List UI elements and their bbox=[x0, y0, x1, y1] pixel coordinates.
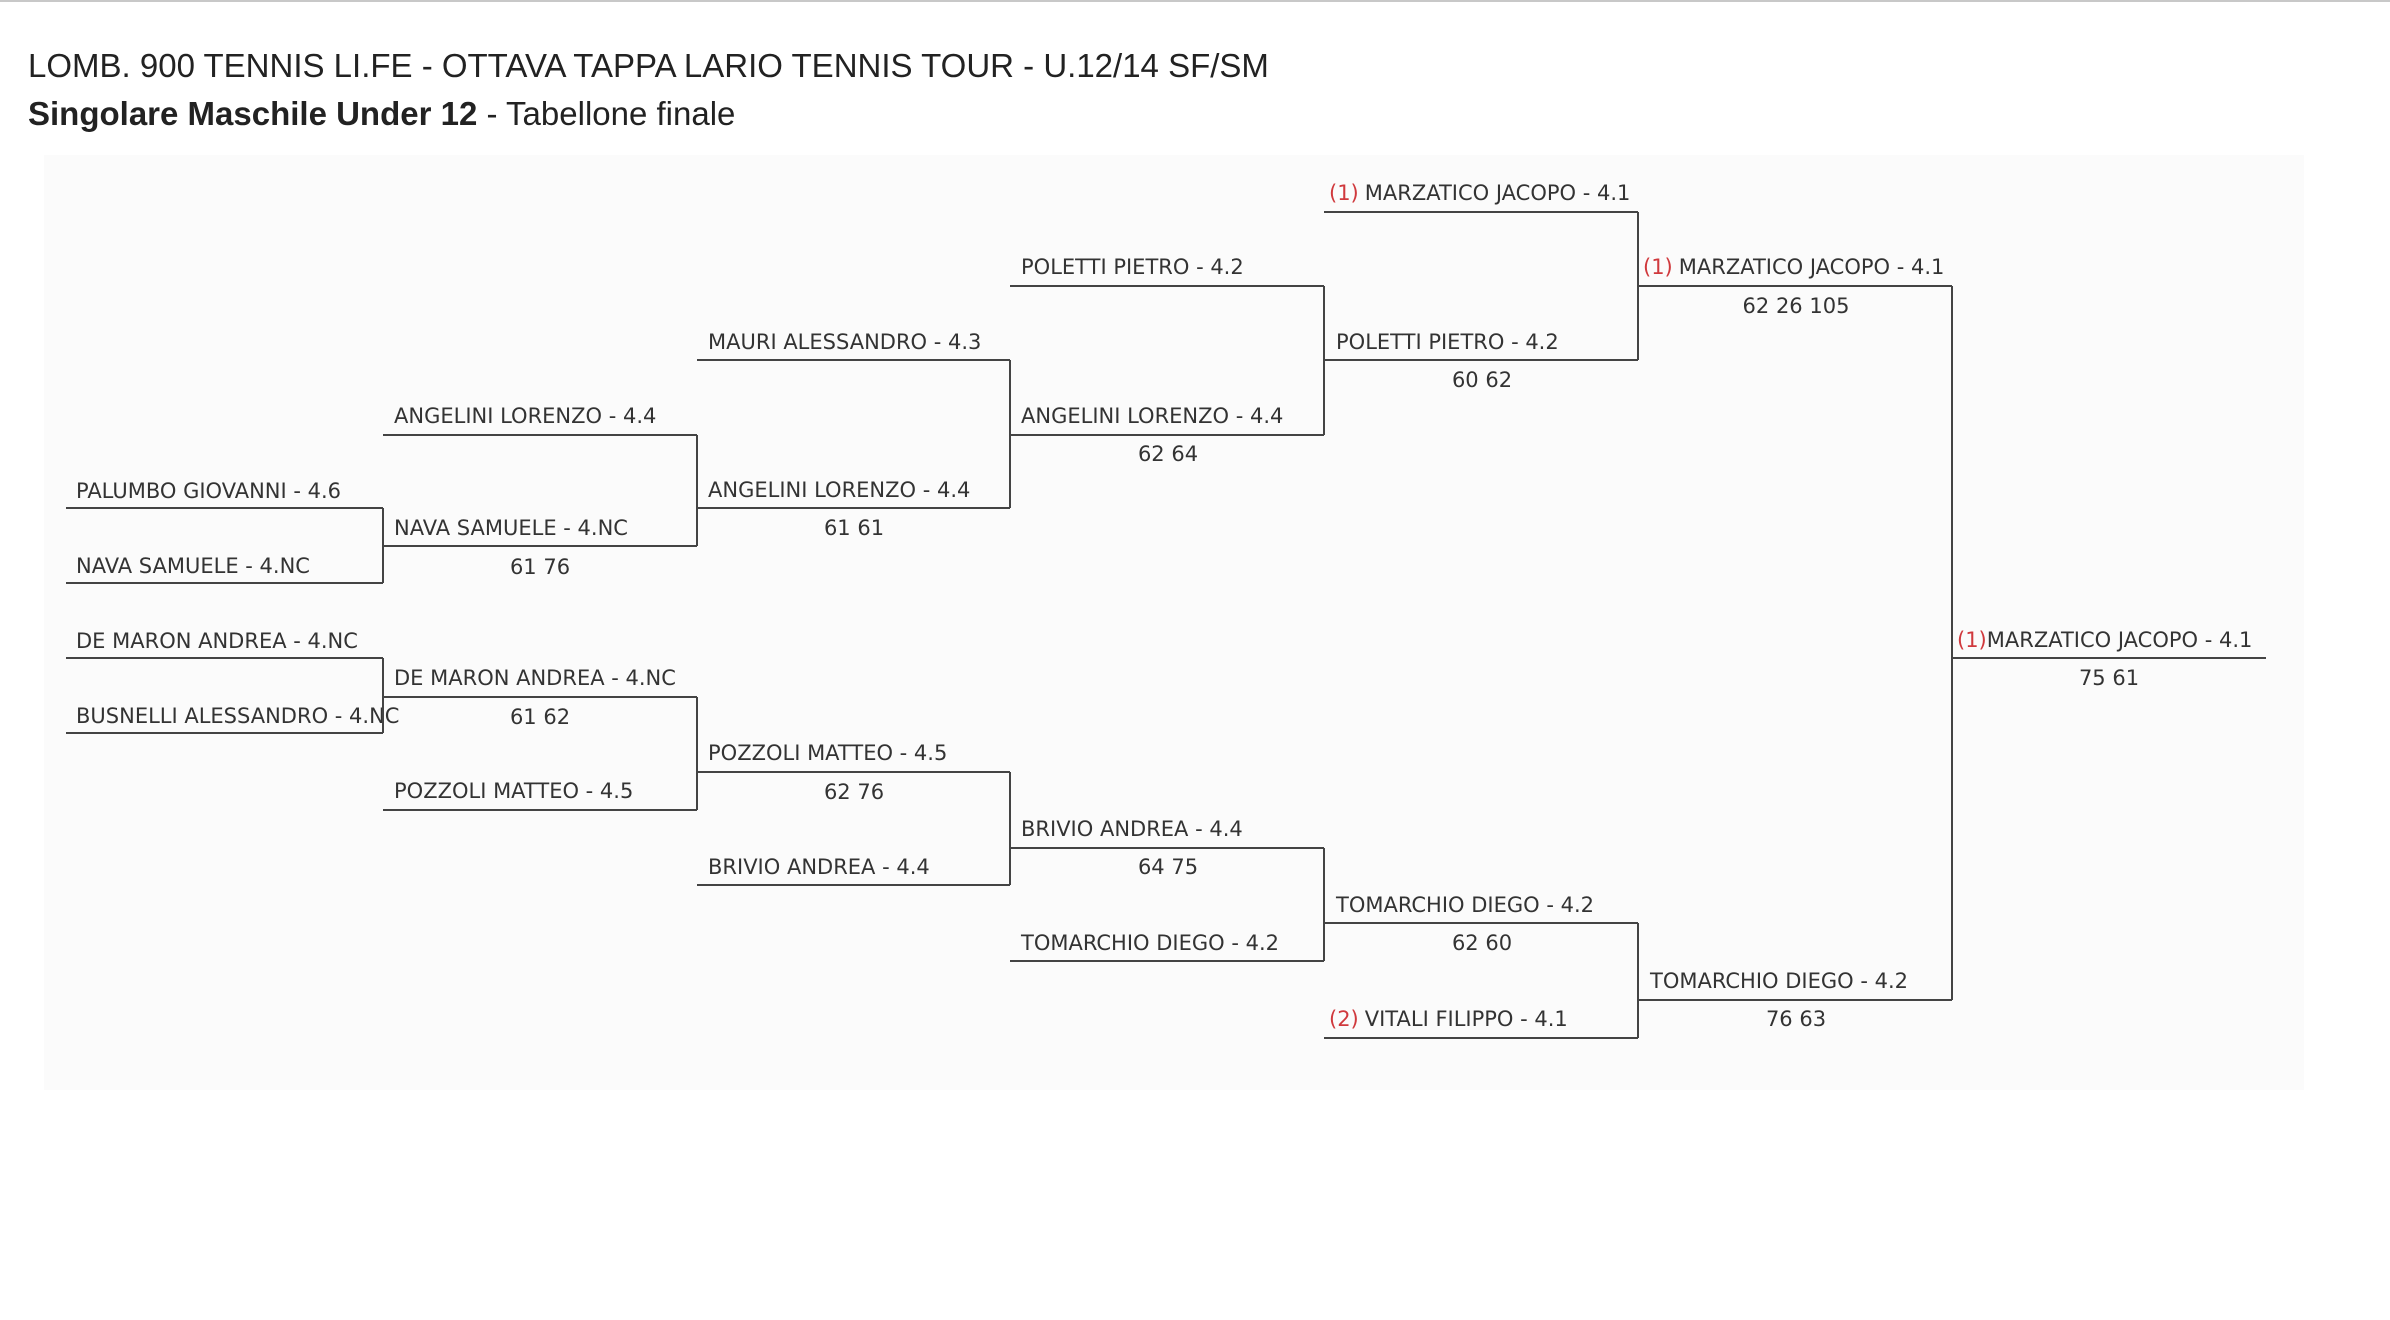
seed-label: (1) bbox=[1643, 255, 1673, 279]
bracket-slot: ANGELINI LORENZO - 4.4 bbox=[383, 404, 697, 436]
player-label: TOMARCHIO DIEGO - 4.2 bbox=[1335, 893, 1594, 917]
player-label: MARZATICO JACOPO - 4.1 bbox=[1679, 255, 1945, 279]
player-name: ANGELINI LORENZO - 4.4 bbox=[394, 404, 656, 428]
round-2: ANGELINI LORENZO - 4.4 NAVA SAMUELE - 4.… bbox=[383, 404, 698, 811]
bracket-slot: TOMARCHIO DIEGO - 4.2 bbox=[1010, 931, 1324, 962]
player-name: MAURI ALESSANDRO - 4.3 bbox=[708, 330, 981, 354]
player-label: POLETTI PIETRO - 4.2 bbox=[1021, 255, 1244, 279]
match-score: 75 61 bbox=[2079, 666, 2139, 690]
player-label: NAVA SAMUELE - 4.NC bbox=[76, 554, 310, 578]
player-label: MAURI ALESSANDRO - 4.3 bbox=[708, 330, 981, 354]
bracket-slot: (1)MARZATICO JACOPO - 4.1 75 61 bbox=[1952, 628, 2266, 690]
round-3: MAURI ALESSANDRO - 4.3 ANGELINI LORENZO … bbox=[697, 330, 1011, 886]
bracket-slot: (1)MARZATICO JACOPO - 4.1 bbox=[1324, 181, 1638, 213]
page-header: LOMB. 900 TENNIS LI.FE - OTTAVA TAPPA LA… bbox=[28, 42, 1269, 138]
player-label: BRIVIO ANDREA - 4.4 bbox=[708, 855, 930, 879]
round-1: PALUMBO GIOVANNI - 4.6 NAVA SAMUELE - 4.… bbox=[66, 479, 399, 734]
player-name: POZZOLI MATTEO - 4.5 bbox=[708, 741, 947, 765]
draw-category: Singolare Maschile Under 12 bbox=[28, 95, 478, 132]
player-label: MARZATICO JACOPO - 4.1 bbox=[1987, 628, 2253, 652]
player-name: NAVA SAMUELE - 4.NC bbox=[394, 516, 628, 540]
player-label: VITALI FILIPPO - 4.1 bbox=[1365, 1007, 1568, 1031]
match-score: 61 61 bbox=[824, 516, 884, 540]
player-label: BUSNELLI ALESSANDRO - 4.NC bbox=[76, 704, 399, 728]
player-label: DE MARON ANDREA - 4.NC bbox=[394, 666, 676, 690]
bracket-slot: PALUMBO GIOVANNI - 4.6 bbox=[66, 479, 383, 509]
bracket-slot: (1)MARZATICO JACOPO - 4.1 62 26 105 bbox=[1638, 255, 1952, 318]
top-divider bbox=[0, 0, 2390, 2]
player-name: ANGELINI LORENZO - 4.4 bbox=[1021, 404, 1283, 428]
player-name: POLETTI PIETRO - 4.2 bbox=[1021, 255, 1244, 279]
round-4: POLETTI PIETRO - 4.2 ANGELINI LORENZO - … bbox=[1010, 255, 1325, 962]
draw-type: - Tabellone finale bbox=[477, 95, 736, 132]
player-label: BRIVIO ANDREA - 4.4 bbox=[1021, 817, 1243, 841]
match-score: 76 63 bbox=[1766, 1007, 1826, 1031]
champion: (1)MARZATICO JACOPO - 4.1 75 61 bbox=[1952, 628, 2266, 690]
player-label: DE MARON ANDREA - 4.NC bbox=[76, 629, 358, 653]
bracket-slot: MAURI ALESSANDRO - 4.3 bbox=[697, 330, 1010, 361]
player-name: DE MARON ANDREA - 4.NC bbox=[394, 666, 676, 690]
player-name: TOMARCHIO DIEGO - 4.2 bbox=[1649, 969, 1908, 993]
player-label: POZZOLI MATTEO - 4.5 bbox=[708, 741, 947, 765]
player-name: POZZOLI MATTEO - 4.5 bbox=[394, 779, 633, 803]
player-name: POLETTI PIETRO - 4.2 bbox=[1336, 330, 1559, 354]
bracket-slot: POZZOLI MATTEO - 4.5 62 76 bbox=[697, 741, 1010, 804]
bracket-slot: ANGELINI LORENZO - 4.4 61 61 bbox=[697, 478, 1010, 540]
match-score: 61 76 bbox=[510, 555, 570, 579]
match-score: 62 60 bbox=[1452, 931, 1512, 955]
player-label: PALUMBO GIOVANNI - 4.6 bbox=[76, 479, 341, 503]
player-name: ANGELINI LORENZO - 4.4 bbox=[708, 478, 970, 502]
bracket-slot: POZZOLI MATTEO - 4.5 bbox=[383, 779, 697, 811]
bracket-slot: POLETTI PIETRO - 4.2 bbox=[1010, 255, 1324, 287]
player-name: NAVA SAMUELE - 4.NC bbox=[76, 554, 310, 578]
player-label: ANGELINI LORENZO - 4.4 bbox=[1021, 404, 1283, 428]
bracket-background bbox=[44, 155, 2304, 1090]
player-name: TOMARCHIO DIEGO - 4.2 bbox=[1335, 893, 1594, 917]
bracket-slot: NAVA SAMUELE - 4.NC bbox=[66, 554, 383, 584]
player-name: BRIVIO ANDREA - 4.4 bbox=[708, 855, 930, 879]
seed-label: (2) bbox=[1329, 1007, 1359, 1031]
player-label: ANGELINI LORENZO - 4.4 bbox=[708, 478, 970, 502]
seed-label: (1) bbox=[1957, 628, 1987, 652]
player-name: BRIVIO ANDREA - 4.4 bbox=[1021, 817, 1243, 841]
round-6: (1)MARZATICO JACOPO - 4.1 62 26 105 TOMA… bbox=[1638, 255, 1953, 1031]
player-label: NAVA SAMUELE - 4.NC bbox=[394, 516, 628, 540]
player-name: (1)MARZATICO JACOPO - 4.1 bbox=[1329, 181, 1630, 205]
bracket-slot: DE MARON ANDREA - 4.NC bbox=[66, 629, 383, 659]
match-score: 60 62 bbox=[1452, 368, 1512, 392]
round-5: (1)MARZATICO JACOPO - 4.1 POLETTI PIETRO… bbox=[1324, 181, 1639, 1039]
player-name: (1)MARZATICO JACOPO - 4.1 bbox=[1643, 255, 1944, 279]
player-name: DE MARON ANDREA - 4.NC bbox=[76, 629, 358, 653]
player-label: TOMARCHIO DIEGO - 4.2 bbox=[1020, 931, 1279, 955]
match-score: 64 75 bbox=[1138, 855, 1198, 879]
bracket-slot: BRIVIO ANDREA - 4.4 64 75 bbox=[1010, 817, 1324, 879]
match-score: 62 76 bbox=[824, 780, 884, 804]
player-label: POZZOLI MATTEO - 4.5 bbox=[394, 779, 633, 803]
player-name: PALUMBO GIOVANNI - 4.6 bbox=[76, 479, 341, 503]
player-label: POLETTI PIETRO - 4.2 bbox=[1336, 330, 1559, 354]
player-name: TOMARCHIO DIEGO - 4.2 bbox=[1020, 931, 1279, 955]
bracket-slot: POLETTI PIETRO - 4.2 60 62 bbox=[1324, 330, 1638, 392]
bracket-slot: BRIVIO ANDREA - 4.4 bbox=[697, 855, 1010, 886]
seed-label: (1) bbox=[1329, 181, 1359, 205]
bracket-slot: BUSNELLI ALESSANDRO - 4.NC bbox=[66, 704, 399, 734]
player-name: (1)MARZATICO JACOPO - 4.1 bbox=[1957, 628, 2252, 652]
bracket-slot: TOMARCHIO DIEGO - 4.2 76 63 bbox=[1638, 969, 1952, 1031]
player-name: BUSNELLI ALESSANDRO - 4.NC bbox=[76, 704, 399, 728]
player-label: MARZATICO JACOPO - 4.1 bbox=[1365, 181, 1631, 205]
match-score: 62 64 bbox=[1138, 442, 1198, 466]
tournament-title: LOMB. 900 TENNIS LI.FE - OTTAVA TAPPA LA… bbox=[28, 47, 1269, 84]
bracket-slot: NAVA SAMUELE - 4.NC 61 76 bbox=[383, 516, 697, 579]
player-label: TOMARCHIO DIEGO - 4.2 bbox=[1649, 969, 1908, 993]
draw-subtitle: Singolare Maschile Under 12 - Tabellone … bbox=[28, 90, 1269, 138]
match-score: 61 62 bbox=[510, 705, 570, 729]
bracket-slot: DE MARON ANDREA - 4.NC 61 62 bbox=[383, 666, 697, 729]
bracket-slot: (2)VITALI FILIPPO - 4.1 bbox=[1324, 1007, 1638, 1039]
player-label: ANGELINI LORENZO - 4.4 bbox=[394, 404, 656, 428]
match-score: 62 26 105 bbox=[1743, 294, 1850, 318]
player-name: (2)VITALI FILIPPO - 4.1 bbox=[1329, 1007, 1568, 1031]
bracket-slot: TOMARCHIO DIEGO - 4.2 62 60 bbox=[1324, 893, 1638, 955]
bracket-slot: ANGELINI LORENZO - 4.4 62 64 bbox=[1010, 404, 1324, 466]
